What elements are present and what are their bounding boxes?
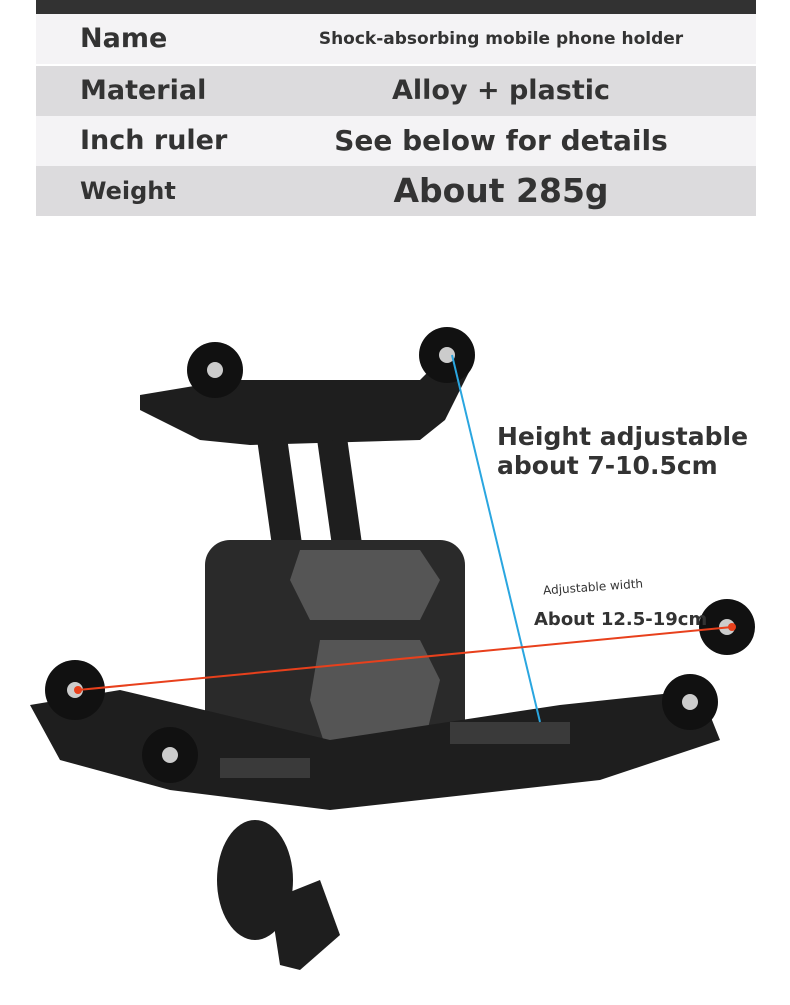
height-measure-line	[451, 354, 541, 723]
spec-row-weight: Weight About 285g	[36, 166, 756, 216]
width-value: About 12.5-19cm	[534, 609, 708, 630]
height-value: about 7-10.5cm	[497, 451, 718, 480]
spec-label: Inch ruler	[80, 125, 228, 156]
spec-value: Shock-absorbing mobile phone holder	[318, 29, 684, 49]
height-title: Height adjustable	[497, 422, 749, 451]
spec-row-material: Material Alloy + plastic	[36, 66, 756, 116]
height-annotation: Height adjustable about 7-10.5cm	[497, 422, 748, 480]
spec-value: See below for details	[334, 124, 668, 157]
spec-value: Alloy + plastic	[391, 75, 611, 106]
spec-row-inch-ruler: Inch ruler See below for details	[36, 116, 756, 166]
spec-label: Weight	[80, 177, 176, 205]
knobs	[45, 327, 755, 783]
spec-label: Material	[80, 75, 207, 106]
spec-row-name: Name Shock-absorbing mobile phone holder	[36, 14, 756, 64]
spec-label: Name	[80, 23, 168, 54]
top-bar	[36, 0, 756, 14]
spec-value: About 285g	[393, 171, 609, 210]
width-measure-line	[77, 626, 733, 691]
